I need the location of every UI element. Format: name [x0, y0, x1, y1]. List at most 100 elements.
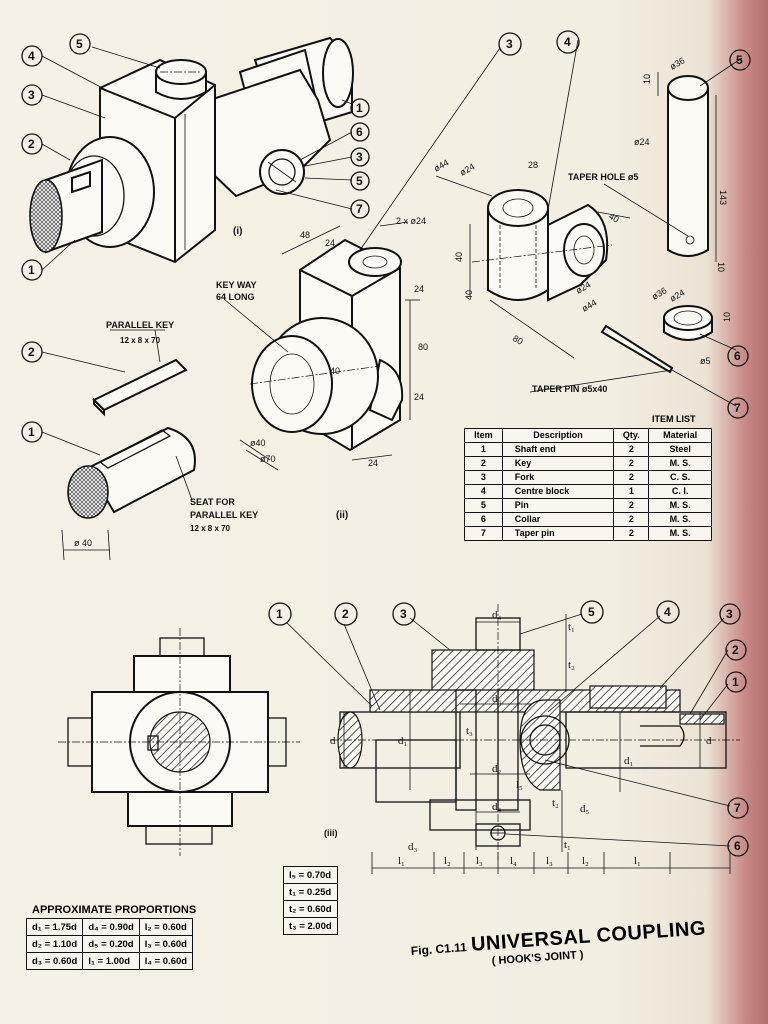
- svg-text:4: 4: [28, 49, 35, 63]
- dim-80: 80: [418, 342, 428, 352]
- proportion-cell: d₄ = 0.90d: [82, 918, 140, 936]
- seat-label-1: SEAT FOR: [190, 497, 235, 507]
- dim-24: ø24: [668, 287, 686, 303]
- sym-d4: d₄: [492, 801, 502, 813]
- svg-text:5: 5: [76, 37, 83, 51]
- end-view: [58, 628, 300, 856]
- proportion-cell: t₂ = 0.60d: [283, 900, 338, 918]
- table-cell: 2: [613, 512, 650, 527]
- dim-24: 24: [325, 238, 335, 248]
- svg-text:2: 2: [28, 137, 35, 151]
- svg-text:6: 6: [356, 125, 363, 139]
- seat-label-3: 12 x 8 x 70: [190, 524, 231, 533]
- sym-d3: d₃: [492, 693, 502, 705]
- dim-24: 24: [414, 392, 424, 402]
- svg-text:6: 6: [734, 349, 741, 363]
- seat-label-2: PARALLEL KEY: [190, 510, 258, 520]
- bubble: 6: [350, 122, 370, 142]
- proportion-cell: l₂ = 0.60d: [138, 918, 194, 936]
- table-cell: 1: [613, 484, 650, 499]
- table-cell: Fork: [501, 470, 615, 485]
- sym-l3: l₃: [546, 855, 553, 867]
- iso-callout-bubbles: 5 4 3 2 1 1 6 3 5 7: [21, 33, 370, 281]
- table-cell: 7: [464, 526, 503, 541]
- bubble: 2: [725, 639, 747, 661]
- fork-part-view: KEY WAY 64 LONG 48 24 2 x ø24 24 80 24 4…: [216, 216, 428, 521]
- table-row: t₃ = 2.00d: [283, 917, 338, 935]
- section-callout-bubbles: 1 2 3 5 4 3 2 1 7 6: [268, 600, 749, 857]
- taper-pin-label: TAPER PIN ø5x40: [532, 384, 607, 394]
- sym-t1: t₁: [568, 621, 575, 633]
- table-cell: 2: [613, 442, 650, 457]
- table-cell: Taper pin: [501, 526, 615, 541]
- bubble: 3: [21, 84, 43, 106]
- svg-text:3: 3: [400, 607, 407, 621]
- table-cell: Key: [501, 456, 615, 471]
- sym-l1: l₁: [634, 855, 641, 867]
- dim-36: ø36: [650, 285, 668, 301]
- keyway-label-2: 64 LONG: [216, 292, 255, 302]
- col-header: Item: [464, 428, 503, 443]
- table-cell: Steel: [648, 442, 712, 457]
- table-cell: 2: [613, 456, 650, 471]
- bubble: 6: [727, 345, 749, 367]
- dim-40: 40: [464, 290, 474, 300]
- dim-36: ø36: [668, 55, 686, 71]
- svg-text:4: 4: [564, 35, 571, 49]
- proportion-cell: d₂ = 1.10d: [25, 935, 84, 953]
- table-cell: 2: [464, 456, 503, 471]
- table-cell: 6: [464, 512, 503, 527]
- bubble: 2: [21, 341, 43, 363]
- parallel-key-part: PARALLEL KEY 12 x 8 x 70: [41, 320, 188, 417]
- table-cell: M. S.: [648, 456, 712, 471]
- proportion-cell: l₁ = 1.00d: [82, 952, 140, 970]
- parts-callout-bubbles: 3 4 5 6 7: [359, 30, 751, 419]
- dim-48: 48: [300, 230, 310, 240]
- dim-28: 28: [528, 160, 538, 170]
- table-cell: M. S.: [648, 526, 712, 541]
- svg-text:1: 1: [356, 101, 363, 115]
- svg-text:7: 7: [356, 202, 363, 216]
- bubble: 7: [350, 199, 370, 219]
- dim-24: ø24: [634, 137, 650, 147]
- sym-d1: d₁: [624, 755, 634, 767]
- svg-text:4: 4: [664, 605, 671, 619]
- table-cell: C. I.: [648, 484, 712, 499]
- collar-part: ø36 ø24 10 ø5: [650, 285, 732, 366]
- svg-text:7: 7: [734, 801, 741, 815]
- sym-d: d: [706, 735, 712, 747]
- view-label-ii: (ii): [336, 510, 348, 521]
- sym-l1: l₁: [398, 855, 405, 867]
- taper-pin-part: TAPER PIN ø5x40: [529, 324, 674, 394]
- table-row: l₅ = 0.70d: [283, 866, 338, 884]
- sym-d5: d₅: [580, 803, 590, 815]
- bubble: 3: [498, 32, 522, 56]
- svg-text:5: 5: [736, 53, 743, 67]
- sym-d1: d₁: [398, 735, 408, 747]
- bubble: 4: [21, 45, 43, 67]
- table-cell: 3: [464, 470, 503, 485]
- sym-d2: d₂: [492, 763, 502, 775]
- dim-dia40: ø40: [250, 438, 266, 448]
- bubble: 5: [729, 49, 751, 71]
- dim-10: 10: [642, 74, 652, 84]
- dim-80: 80: [511, 333, 525, 347]
- col-header: Material: [648, 428, 712, 443]
- bubble: 3: [719, 603, 741, 625]
- dim-dia70: ø70: [260, 454, 276, 464]
- svg-text:2: 2: [28, 345, 35, 359]
- sym-l4: l₄: [510, 855, 517, 867]
- taper-hole-label: TAPER HOLE ø5: [568, 172, 638, 182]
- sym-t2: t₂: [568, 659, 575, 671]
- shaft-dia-dim: ø 40: [74, 538, 92, 548]
- sectional-view: d₄ t₁ t₂ d₃ t₃ d d₁ d₂ l₅ t₂ d₅ d₄ d₃ d …: [324, 604, 740, 874]
- dim-24: 24: [414, 284, 424, 294]
- table-cell: C. S.: [648, 470, 712, 485]
- table-row: t₂ = 0.60d: [283, 900, 338, 918]
